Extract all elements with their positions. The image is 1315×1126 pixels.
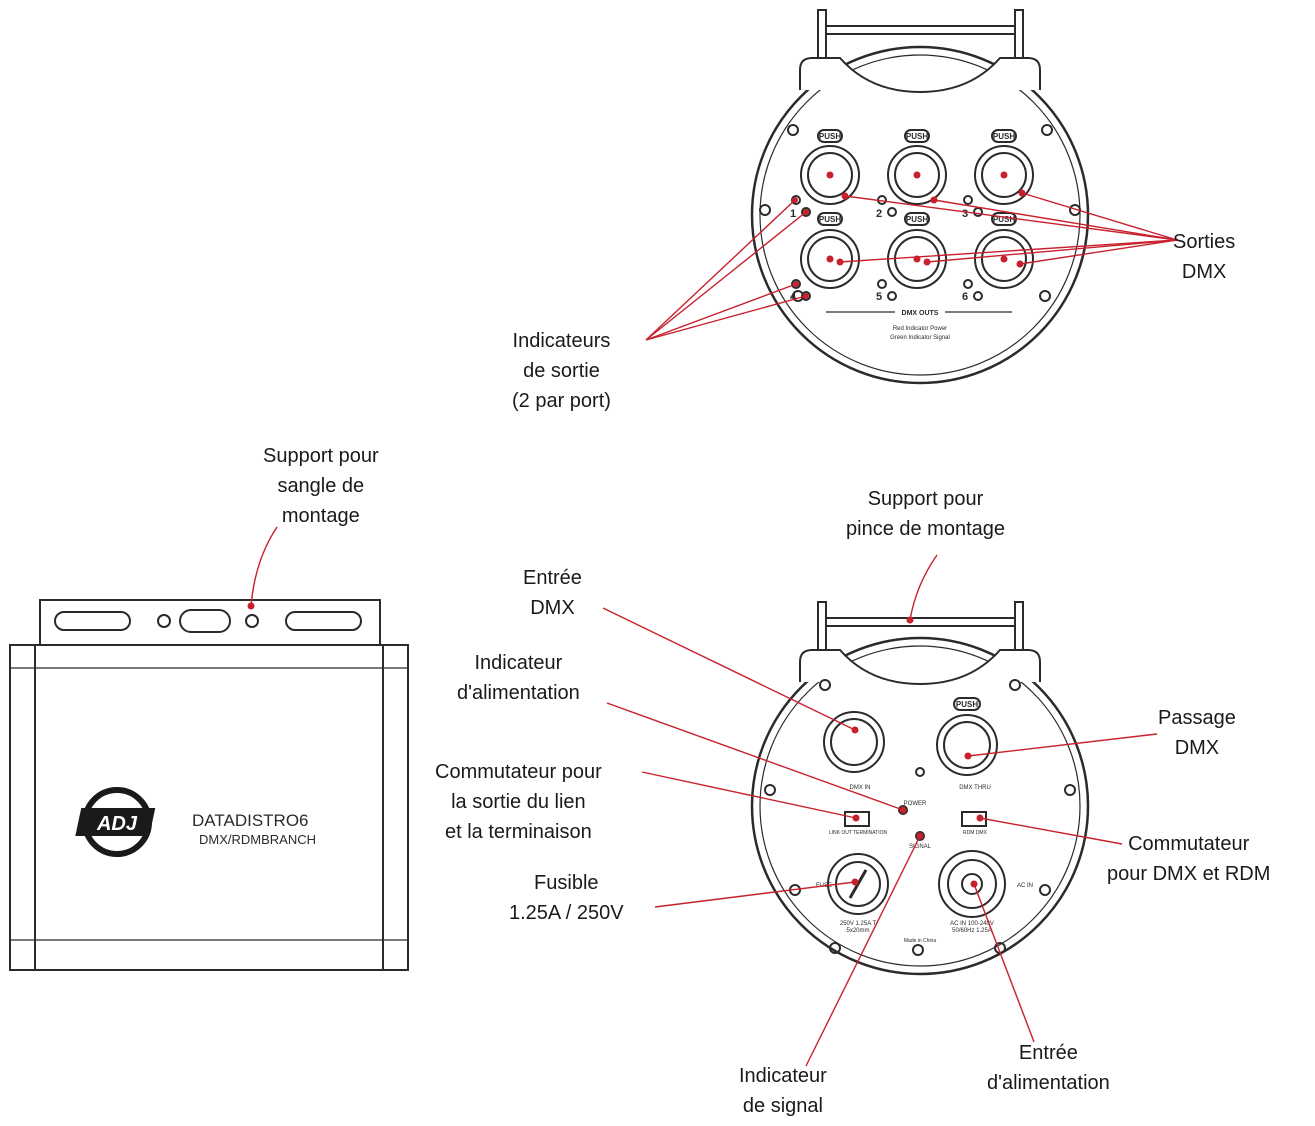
label-indicateur-alimentation: Indicateur d'alimentation <box>457 652 580 704</box>
made-in-label: Made in China <box>904 938 936 944</box>
dmx-thru-connector-icon <box>936 697 998 776</box>
push-label: PUSH <box>906 215 928 224</box>
model-subtitle: DMX/RDMBRANCH <box>199 832 316 847</box>
port-number-2: 2 <box>876 208 882 220</box>
push-label: PUSH <box>993 215 1015 224</box>
ac-spec-1: AC IN 100-240V <box>950 921 994 927</box>
dmx-in-label: DMX IN <box>850 785 871 791</box>
label-indicateurs-sortie: Indicateurs de sortie (2 par port) <box>512 330 611 412</box>
port-number-6: 6 <box>962 291 968 303</box>
push-label: PUSH <box>956 700 978 709</box>
xlr-output-2-icon <box>887 129 947 205</box>
port-number-1: 1 <box>790 208 796 220</box>
dmx-outs-title: DMX OUTS <box>902 310 939 317</box>
label-fusible: Fusible 1.25A / 250V <box>509 872 624 924</box>
adj-logo-text: ADJ <box>96 813 138 835</box>
ac-in-label: AC IN <box>1017 883 1033 889</box>
output-panel <box>750 9 1090 385</box>
label-support-sangle: Support pour sangle de montage <box>263 445 379 527</box>
label-support-pince: Support pour pince de montage <box>846 488 1006 540</box>
fuse-spec-1: 250V 1.25A T <box>840 921 877 927</box>
ac-spec-2: 50/60Hz 1.25A <box>952 928 992 934</box>
model-name: DATADISTRO6 <box>192 811 309 830</box>
push-label: PUSH <box>819 132 841 141</box>
label-sorties-dmx: Sorties DMX <box>1173 231 1236 283</box>
link-termination-switch-icon <box>844 811 870 827</box>
label-commutateur-dmx-rdm: Commutateur pour DMX et RDM <box>1107 833 1271 885</box>
push-label: PUSH <box>993 132 1015 141</box>
port-number-3: 3 <box>962 208 968 220</box>
input-panel <box>750 601 1090 976</box>
power-led-label: POWER <box>904 801 927 807</box>
xlr-output-3-icon <box>974 129 1034 205</box>
power-inlet-icon <box>938 850 1006 918</box>
fuse-spec-2: 5x20mm <box>846 928 869 934</box>
port-number-5: 5 <box>876 291 882 303</box>
xlr-output-1-icon <box>800 129 860 205</box>
legend-line-2: Green Indicator Signal <box>890 335 950 341</box>
dmx-in-connector-icon <box>823 711 885 773</box>
switch-left-label: LINK OUT TERMINATION <box>829 830 888 836</box>
adj-logo <box>75 787 156 857</box>
push-label: PUSH <box>819 215 841 224</box>
switch-right-label: RDM DMX <box>963 830 988 836</box>
push-label: PUSH <box>906 132 928 141</box>
legend-line-1: Red Indicator Power <box>893 326 947 332</box>
label-entree-dmx: Entrée DMX <box>523 567 582 619</box>
leader-lines <box>250 192 1178 1067</box>
label-entree-alimentation: Entrée d'alimentation <box>987 1042 1110 1094</box>
label-passage-dmx: Passage DMX <box>1158 707 1236 759</box>
xlr-output-4-icon <box>800 212 860 289</box>
label-indicateur-signal: Indicateur de signal <box>739 1065 827 1117</box>
dmx-thru-label: DMX THRU <box>959 785 991 791</box>
port-number-4: 4 <box>790 291 797 303</box>
label-commutateur-lien: Commutateur pour la sortie du lien et la… <box>435 761 602 843</box>
leader-endpoints <box>247 171 1026 888</box>
signal-led-label: SIGNAL <box>909 844 932 850</box>
device-front-view <box>9 599 409 971</box>
